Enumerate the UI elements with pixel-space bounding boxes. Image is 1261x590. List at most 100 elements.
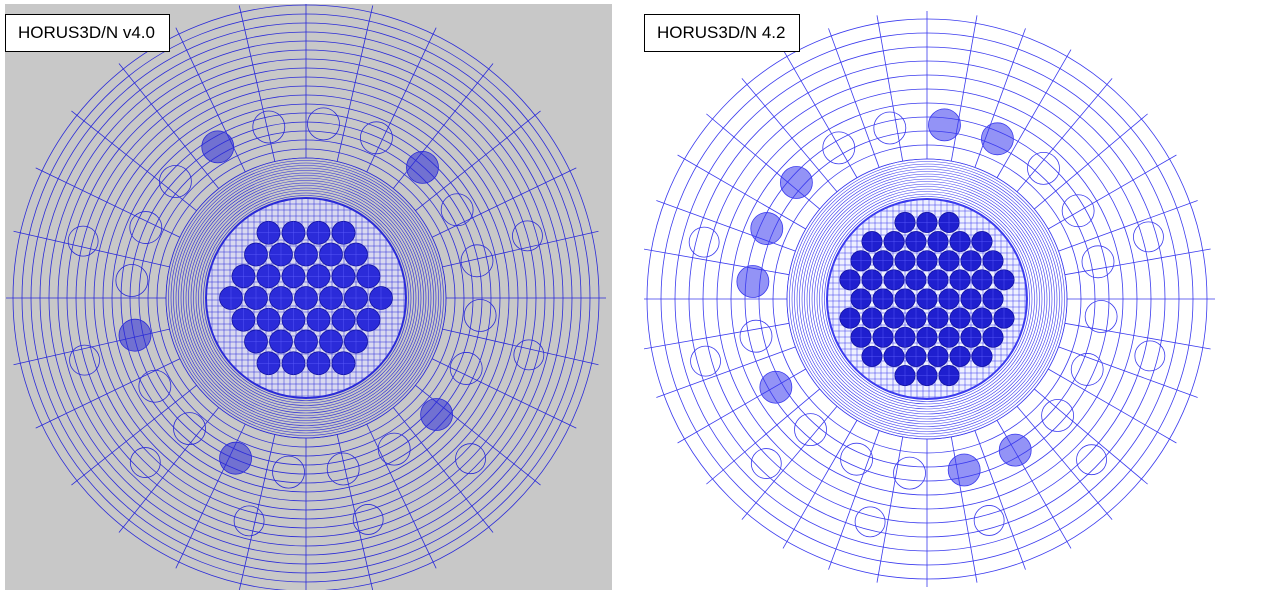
core-band-ring xyxy=(188,180,424,416)
mesh-spoke xyxy=(828,28,880,168)
mesh-drawing-v42 xyxy=(644,4,1261,590)
mesh-spoke xyxy=(71,110,197,212)
mesh-spoke xyxy=(13,230,170,268)
channel-circle xyxy=(272,455,305,489)
core-band-ring xyxy=(173,165,439,431)
channel-circle xyxy=(173,412,206,446)
mesh-spoke xyxy=(677,154,806,230)
outer-channel-circle xyxy=(854,506,886,538)
channel-circle xyxy=(873,111,907,145)
channel-circle xyxy=(252,110,286,144)
core-band-ring xyxy=(165,157,447,439)
channel-circle xyxy=(440,193,474,227)
channel-circle xyxy=(739,319,773,353)
mesh-spoke xyxy=(238,5,276,162)
outer-channel-circle xyxy=(690,345,721,377)
mesh-spoke xyxy=(1033,388,1148,485)
mesh-spoke xyxy=(118,63,220,189)
core-band-ring xyxy=(819,191,1035,407)
core-band-ring xyxy=(811,183,1043,415)
mesh-spoke xyxy=(1058,346,1198,398)
mesh-spoke xyxy=(741,405,838,520)
mesh-spoke xyxy=(741,78,838,193)
channel-circle xyxy=(1027,151,1060,185)
channel-circle xyxy=(981,122,1014,156)
channel-circle xyxy=(1084,300,1118,333)
mesh-group xyxy=(644,11,1215,587)
outer-channel-circle xyxy=(69,344,100,376)
mesh-spoke xyxy=(118,407,220,533)
core-band-ring xyxy=(195,187,417,409)
core-band-ring xyxy=(180,172,432,424)
mesh-spoke xyxy=(366,27,437,173)
outer-channel-circle xyxy=(67,225,99,257)
mesh-spoke xyxy=(392,407,494,533)
channel-circle xyxy=(759,370,793,404)
mesh-spoke xyxy=(644,322,790,350)
core-band-ring xyxy=(178,170,434,426)
mesh-spoke xyxy=(828,430,880,570)
core-band-ring xyxy=(791,163,1063,435)
channel-circle xyxy=(463,299,497,332)
channel-circle xyxy=(377,432,411,466)
channel-circle xyxy=(219,441,252,475)
mesh-spoke xyxy=(1016,405,1113,520)
core-band-ring xyxy=(168,160,444,436)
mesh-spoke xyxy=(876,15,904,162)
channel-circle xyxy=(460,244,494,278)
version-label-v42: HORUS3D/N 4.2 xyxy=(644,14,801,52)
channel-circle xyxy=(326,452,360,486)
mesh-spoke xyxy=(71,384,197,486)
outer-channel-circle xyxy=(1134,340,1166,372)
core-band-ring xyxy=(175,167,437,429)
core-band-ring xyxy=(796,168,1058,430)
channel-circle xyxy=(822,131,856,165)
outer-channel-circle xyxy=(750,448,782,479)
outer-channel-circle xyxy=(512,220,543,252)
core-band-ring xyxy=(824,196,1030,402)
mesh-spoke xyxy=(656,346,796,398)
fuel-assemblies xyxy=(839,211,1015,387)
channel-circle xyxy=(360,121,393,155)
core-band-ring xyxy=(814,186,1040,412)
outer-channel-circle xyxy=(1076,444,1107,476)
outer-channel-circle xyxy=(233,505,265,537)
core-band-ring xyxy=(789,161,1065,437)
mesh-spoke xyxy=(431,358,577,429)
mesh-panel-v40: HORUS3D/N v4.0 xyxy=(5,4,612,590)
mesh-spoke xyxy=(1048,368,1177,444)
channel-circle xyxy=(998,433,1032,467)
channel-circle xyxy=(307,107,340,141)
mesh-spoke xyxy=(238,434,276,590)
core-band-ring xyxy=(193,185,419,411)
core-band-ring xyxy=(200,192,412,404)
mesh-spoke xyxy=(336,5,374,162)
core-band-ring xyxy=(794,166,1060,432)
channel-circle xyxy=(1061,194,1095,228)
channel-circle xyxy=(947,453,981,487)
outer-channel-circle xyxy=(352,504,384,535)
channel-circle xyxy=(129,211,163,244)
outer-channel-circle xyxy=(688,226,720,258)
channel-circle xyxy=(840,442,873,476)
channel-circle xyxy=(794,413,827,447)
core-band-ring xyxy=(806,178,1048,420)
channel-circle xyxy=(118,318,152,352)
mesh-panel-v42: HORUS3D/N 4.2 xyxy=(644,4,1261,590)
mesh-spoke xyxy=(996,49,1072,178)
channel-circle xyxy=(449,352,483,385)
mesh-spoke xyxy=(706,388,821,485)
core-band-ring xyxy=(801,173,1053,425)
mesh-spoke xyxy=(1064,248,1211,276)
core-band-ring xyxy=(183,175,429,421)
core-band-ring xyxy=(786,158,1068,440)
mesh-spoke xyxy=(1048,154,1177,230)
outer-channel-circle xyxy=(455,443,486,475)
channel-circle xyxy=(115,264,149,297)
mesh-drawing-v40 xyxy=(5,4,612,590)
channel-circle xyxy=(750,212,784,245)
mesh-group xyxy=(6,4,606,590)
mesh-spoke xyxy=(35,167,181,238)
mesh-spoke xyxy=(1058,200,1198,252)
mesh-spoke xyxy=(782,420,858,549)
